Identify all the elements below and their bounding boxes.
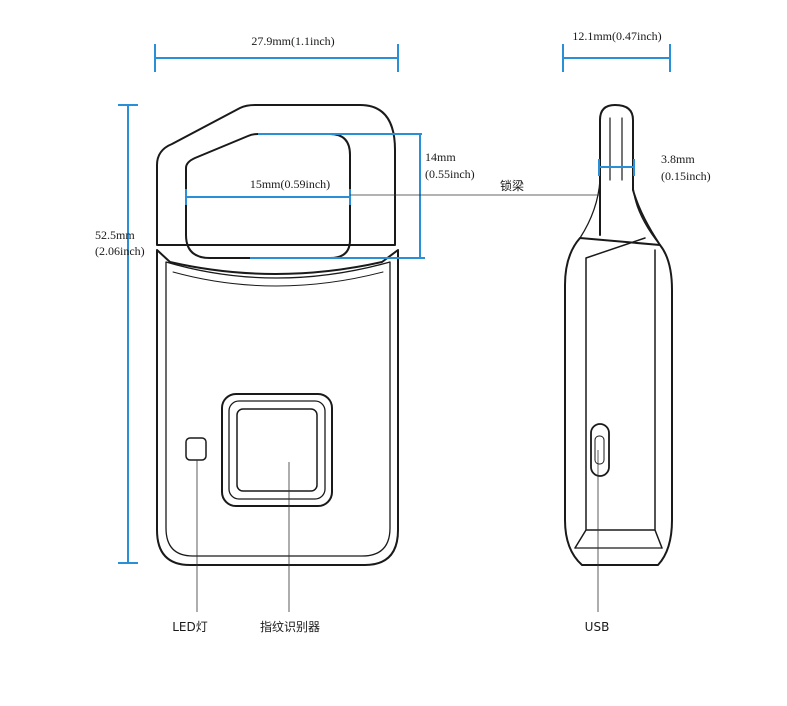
fingerprint-sensor-ring: [228, 400, 326, 500]
led-indicator: [185, 437, 207, 461]
shackle-side-inner: [609, 117, 623, 181]
dimension-shackle-height: [250, 133, 425, 259]
lock-body-outer: [156, 249, 399, 566]
usb-label: USB: [585, 620, 610, 634]
shackle-side: [599, 104, 661, 246]
dimension-height-total: [118, 104, 138, 564]
lock-body-bevel-inner: [172, 271, 384, 287]
led-label: LED灯: [172, 620, 208, 634]
body-side-face: [574, 237, 663, 549]
front-view: [156, 104, 399, 566]
body-side-outer: [564, 237, 673, 566]
side-view: [564, 104, 673, 566]
lock-body-bevel: [165, 261, 391, 557]
shackle-height-mm-label: 14mm: [425, 150, 456, 164]
height-total-in-label: (2.06inch): [95, 244, 145, 258]
fingerprint-label: 指纹识别器: [260, 619, 320, 634]
shackle-thickness-in-label: (0.15inch): [661, 169, 711, 183]
shackle-opening: [185, 133, 351, 259]
width-side-label: 12.1mm(0.47inch): [572, 29, 661, 43]
shackle-side-neck: [579, 179, 661, 246]
height-total-mm-label: 52.5mm: [95, 228, 135, 242]
fingerprint-sensor-pad: [236, 408, 318, 492]
dimension-shackle-thickness: [598, 159, 635, 176]
dimension-shackle-width: [185, 189, 351, 205]
width-front-label: 27.9mm(1.1inch): [251, 34, 334, 48]
shackle-label: 锁梁: [500, 178, 524, 193]
shackle-height-in-label: (0.55inch): [425, 167, 475, 181]
shackle-thickness-mm-label: 3.8mm: [661, 152, 695, 166]
dimension-width-front: [154, 44, 399, 72]
usb-port-inner: [594, 435, 605, 465]
fingerprint-sensor-frame: [221, 393, 333, 507]
dimension-width-side: [562, 44, 671, 72]
shackle-outer: [156, 104, 396, 246]
usb-port: [590, 423, 610, 477]
shackle-width-label: 15mm(0.59inch): [250, 177, 330, 191]
